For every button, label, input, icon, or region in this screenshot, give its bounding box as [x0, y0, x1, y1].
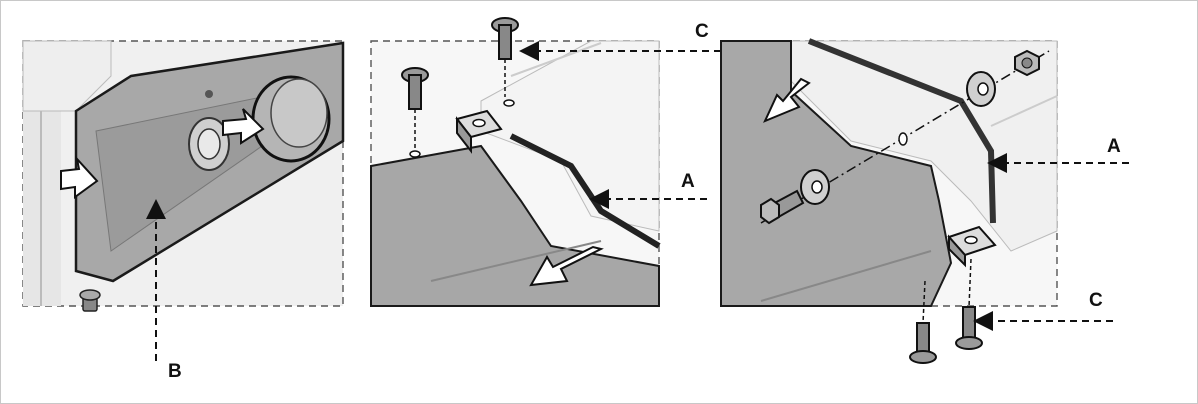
gasket-line	[807, 38, 996, 224]
right-panel: A C	[720, 38, 1129, 364]
callout-c: C	[695, 21, 709, 42]
panel-bevel	[430, 240, 602, 282]
screw-icon	[909, 280, 937, 364]
slide-arrow-icon	[763, 77, 811, 123]
screw-icon	[79, 289, 101, 312]
housing-edge	[510, 42, 602, 77]
screw-icon	[955, 258, 983, 350]
knob-icon	[251, 75, 331, 163]
screw-hole-icon	[205, 90, 213, 98]
slide-arrow-icon	[529, 245, 604, 287]
callout-a: A	[1107, 136, 1121, 157]
washer-icon	[966, 71, 996, 107]
washer-icon	[800, 169, 830, 205]
callout-a: A	[681, 171, 695, 192]
left-panel: B	[22, 40, 345, 382]
screw-hole-icon	[898, 132, 908, 146]
housing-edge	[990, 95, 1058, 127]
push-arrow-icon	[60, 155, 99, 199]
middle-panel: A	[370, 17, 707, 307]
shaded-panel	[370, 144, 660, 307]
bolt-icon	[760, 189, 805, 225]
nut-icon	[1014, 49, 1040, 77]
top-slab	[22, 40, 112, 112]
shaft-icon	[188, 117, 230, 171]
gasket-line	[509, 133, 661, 249]
screw-icon	[491, 17, 519, 107]
bracket-icon	[455, 109, 503, 154]
callout-c: C	[1089, 290, 1103, 311]
panel-bevel	[760, 250, 932, 302]
screw-icon	[401, 67, 429, 158]
callout-b: B	[168, 361, 182, 382]
bracket-icon	[947, 225, 997, 268]
push-arrow-icon	[222, 108, 265, 145]
